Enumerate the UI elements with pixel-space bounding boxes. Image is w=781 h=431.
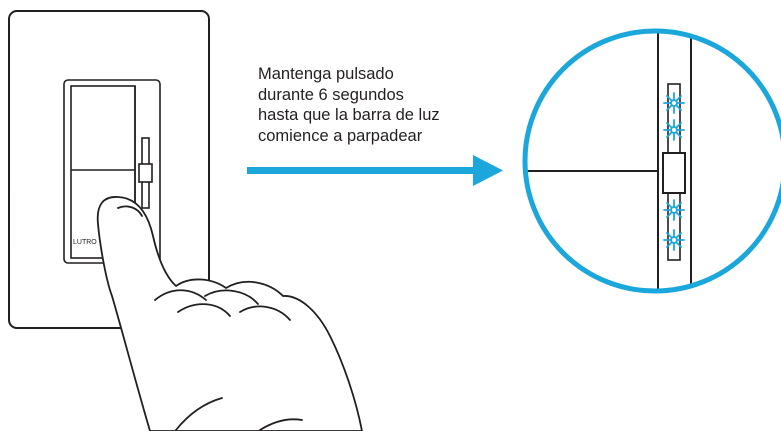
led-indicators bbox=[663, 92, 685, 251]
led-blink-icon bbox=[663, 199, 685, 221]
instruction-line: Mantenga pulsado bbox=[258, 65, 394, 83]
led-blink-icon bbox=[663, 92, 685, 114]
led-blink-icon bbox=[663, 119, 685, 141]
instruction-line: hasta que la barra de luz bbox=[258, 106, 440, 124]
instruction-text: Mantenga pulsado durante 6 segundos hast… bbox=[258, 64, 518, 146]
instruction-line: durante 6 segundos bbox=[258, 85, 404, 104]
zoom-detail bbox=[525, 31, 692, 291]
instruction-line: comience a parpadear bbox=[258, 126, 423, 145]
zoom-circle-border bbox=[522, 28, 781, 294]
right-arrow-icon bbox=[247, 155, 503, 186]
brand-label: LUTRO bbox=[73, 239, 97, 246]
zoom-circle bbox=[525, 31, 781, 291]
led-blink-icon bbox=[663, 229, 685, 251]
pointing-hand-icon bbox=[96, 196, 363, 431]
